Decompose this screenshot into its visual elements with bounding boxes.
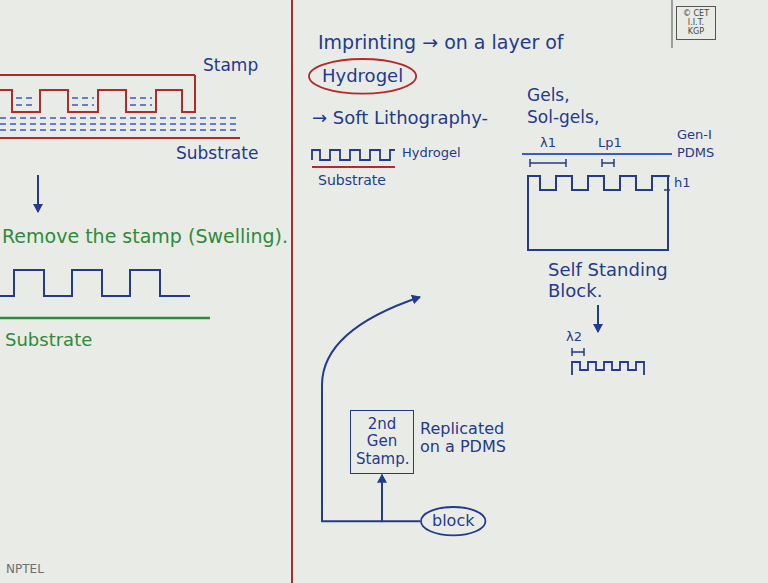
node-text: block <box>432 512 474 530</box>
part-label: Substrate <box>5 330 92 351</box>
step-note: Remove the stamp (Swelling). <box>2 226 288 248</box>
substrate-line <box>312 166 395 168</box>
dimension-line <box>572 348 584 356</box>
node-text: 2nd Gen Stamp. <box>356 416 408 468</box>
pdms-block <box>528 176 668 250</box>
circled-term: Hydrogel <box>308 58 417 95</box>
node-text: © CET I.I.T. KGP <box>680 9 712 37</box>
node-text: Hydrogel <box>322 66 403 87</box>
part-label: Substrate <box>176 144 258 164</box>
dimension-label: h1 <box>674 176 691 191</box>
process-arrow <box>597 305 599 332</box>
dimension-label: Lp1 <box>598 136 622 151</box>
dimension-line <box>602 159 614 167</box>
connector-arrow <box>382 475 420 521</box>
note: Self Standing Block. <box>548 260 678 301</box>
divider-line <box>291 0 293 583</box>
part-label: PDMS <box>677 146 714 161</box>
stamp-profile <box>0 75 195 112</box>
pdms-line <box>522 153 672 155</box>
substrate-line <box>0 137 240 139</box>
note: Replicated on a PDMS <box>420 420 510 457</box>
page-edge <box>672 0 673 48</box>
part-label: Substrate <box>318 172 386 188</box>
feedback-arrow <box>322 297 420 521</box>
note: Sol-gels, <box>527 108 599 128</box>
dimension-line <box>664 176 670 190</box>
process-box: 2nd Gen Stamp. <box>350 410 414 474</box>
substrate-line <box>0 317 210 320</box>
heading-note: Imprinting → on a layer of <box>318 32 564 54</box>
dimension-label: λ1 <box>540 136 556 151</box>
process-arrow <box>37 175 39 212</box>
hydrogel-profile <box>312 150 395 160</box>
circled-term: block <box>420 506 486 536</box>
note: → Soft Lithography- <box>312 108 488 129</box>
patterned-hydrogel <box>0 270 190 296</box>
part-label: Hydrogel <box>402 146 461 161</box>
part-label: Stamp <box>203 56 258 76</box>
watermark-box: © CET I.I.T. KGP <box>676 6 716 40</box>
watermark: NPTEL <box>6 563 44 577</box>
part-label: Gen-I <box>677 128 712 143</box>
replica-profile <box>572 362 644 375</box>
note: Gels, <box>527 86 570 106</box>
dimension-label: λ2 <box>566 330 582 345</box>
hydrogel-layer <box>0 98 240 130</box>
dimension-line <box>530 159 566 167</box>
stamp-top <box>0 74 195 76</box>
